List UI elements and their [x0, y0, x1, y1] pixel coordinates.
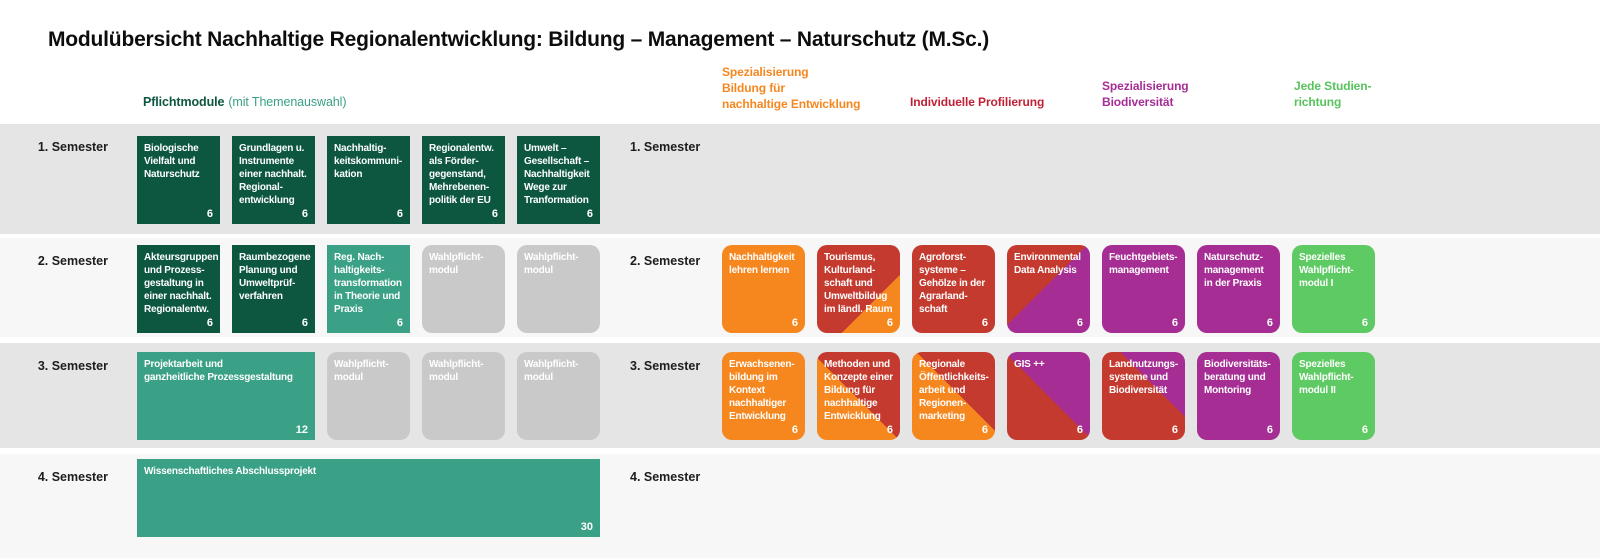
semester-label-left: 4. Semester [37, 470, 108, 484]
module-title: Feuchtgebiets- management [1109, 252, 1178, 276]
module-credits: 6 [886, 424, 893, 436]
module-card: Wahlpflicht- modul [422, 245, 505, 333]
module-card: Erwachsenen- bildung im Kontext nachhalt… [722, 352, 805, 440]
module-credits: 6 [301, 317, 308, 329]
module-credits: 6 [396, 208, 403, 220]
module-title: Biodiversitäts- beratung und Montoring [1204, 359, 1271, 396]
module-credits: 6 [586, 208, 593, 220]
module-card: Akteursgruppen und Prozess- gestaltung i… [137, 245, 220, 333]
module-credits: 6 [1076, 424, 1083, 436]
module-card: Umwelt – Gesellschaft – Nachhaltigkeit W… [517, 136, 600, 224]
module-credits: 12 [295, 424, 308, 436]
semester-label-right: 1. Semester [630, 140, 701, 154]
module-card: Tourismus, Kulturland- schaft und Umwelt… [817, 245, 900, 333]
module-card: GIS ++ 6 [1007, 352, 1090, 440]
page-title: Modulübersicht Nachhaltige Regionalentwi… [48, 28, 990, 51]
module-title: Wahlpflicht- modul [524, 252, 579, 276]
header-pflichtmodule-main: Pflichtmodule [143, 95, 225, 109]
module-title: Spezielles Wahlpflicht- modul II [1299, 359, 1354, 396]
header-jede-studienrichtung: Jede Studien- richtung [1294, 79, 1372, 109]
header-spezialisierung-biodiversitaet: Spezialisierung Biodiversität [1102, 79, 1189, 109]
module-title: Erwachsenen- bildung im Kontext nachhalt… [729, 359, 795, 422]
module-credits: 6 [1171, 424, 1178, 436]
module-title: Reg. Nach- haltigkeits- transformation i… [334, 252, 402, 315]
module-card: Projektarbeit und ganzheitliche Prozessg… [137, 352, 315, 440]
module-card: Biodiversitäts- beratung und Montoring 6 [1197, 352, 1280, 440]
module-title: Landnutzungs- systeme und Biodiversität [1109, 359, 1179, 396]
module-title: Akteursgruppen und Prozess- gestaltung i… [144, 252, 219, 315]
module-credits: 6 [981, 317, 988, 329]
module-credits: 6 [981, 424, 988, 436]
header-pflichtmodule: Pflichtmodule(mit Themenauswahl) [143, 94, 347, 110]
module-title: Agroforst- systeme – Gehölze in der Agra… [919, 252, 986, 315]
module-title: Environmental Data Analysis [1014, 252, 1081, 276]
semester-label-right: 3. Semester [630, 359, 701, 373]
module-credits: 6 [301, 208, 308, 220]
module-card: Landnutzungs- systeme und Biodiversität 6 [1102, 352, 1185, 440]
module-title: Tourismus, Kulturland- schaft und Umwelt… [824, 252, 893, 315]
module-title: Regionalentw. als Förder- gegenstand, Me… [429, 143, 494, 206]
module-title: Spezielles Wahlpflicht- modul I [1299, 252, 1354, 289]
module-card: Nachhaltig- keitskommuni- kation 6 [327, 136, 410, 224]
module-title: Regionale Öffentlichkeits- arbeit und Re… [919, 359, 989, 422]
module-card: Methoden und Konzepte einer Bildung für … [817, 352, 900, 440]
module-credits: 6 [791, 424, 798, 436]
module-title: Wahlpflicht- modul [429, 359, 484, 383]
module-card: Regionalentw. als Förder- gegenstand, Me… [422, 136, 505, 224]
module-card: Raumbezogene Planung und Umweltprüf- ver… [232, 245, 315, 333]
module-title: Naturschutz- management in der Praxis [1204, 252, 1264, 289]
module-title: Projektarbeit und ganzheitliche Prozessg… [144, 359, 293, 383]
module-card: Wahlpflicht- modul [517, 245, 600, 333]
module-credits: 6 [1076, 317, 1083, 329]
header-pflichtmodule-sub: (mit Themenauswahl) [228, 95, 347, 109]
module-card: Naturschutz- management in der Praxis 6 [1197, 245, 1280, 333]
module-title: Methoden und Konzepte einer Bildung für … [824, 359, 893, 422]
module-credits: 6 [1361, 424, 1368, 436]
module-title: Wahlpflicht- modul [334, 359, 389, 383]
module-title: Wahlpflicht- modul [524, 359, 579, 383]
module-credits: 6 [1171, 317, 1178, 329]
module-title: Wissenschaftliches Abschlussprojekt [144, 466, 317, 477]
module-card: Regionale Öffentlichkeits- arbeit und Re… [912, 352, 995, 440]
module-credits: 30 [580, 521, 593, 533]
header-individuelle-profilierung: Individuelle Profilierung [910, 95, 1045, 109]
semester-label-left: 1. Semester [37, 140, 108, 154]
module-title: Grundlagen u. Instrumente einer nachhalt… [239, 143, 307, 206]
module-title: Biologische Vielfalt und Naturschutz [144, 143, 200, 180]
module-credits: 6 [396, 317, 403, 329]
module-title: Wahlpflicht- modul [429, 252, 484, 276]
module-credits: 6 [1266, 424, 1273, 436]
semester-label-left: 3. Semester [37, 359, 108, 373]
module-card: Wissenschaftliches Abschlussprojekt 30 [137, 459, 600, 537]
module-card: Grundlagen u. Instrumente einer nachhalt… [232, 136, 315, 224]
module-card: Spezielles Wahlpflicht- modul II 6 [1292, 352, 1375, 440]
module-credits: 6 [791, 317, 798, 329]
module-card: Wahlpflicht- modul [327, 352, 410, 440]
module-credits: 6 [206, 208, 213, 220]
module-card: Spezielles Wahlpflicht- modul I 6 [1292, 245, 1375, 333]
module-title: Nachhaltig- keitskommuni- kation [334, 143, 402, 180]
header-spezialisierung-bne: Spezialisierung Bildung für nachhaltige … [722, 65, 861, 111]
module-credits: 6 [1361, 317, 1368, 329]
module-credits: 6 [886, 317, 893, 329]
module-title: Raumbezogene Planung und Umweltprüf- ver… [239, 252, 311, 302]
module-credits: 6 [206, 317, 213, 329]
module-credits: 6 [1266, 317, 1273, 329]
semester-label-right: 4. Semester [630, 470, 701, 484]
module-card: Biologische Vielfalt und Naturschutz 6 [137, 136, 220, 224]
module-card: Agroforst- systeme – Gehölze in der Agra… [912, 245, 995, 333]
semester-label-left: 2. Semester [37, 254, 108, 268]
module-card: Feuchtgebiets- management 6 [1102, 245, 1185, 333]
module-title: Umwelt – Gesellschaft – Nachhaltigkeit W… [524, 143, 590, 206]
module-card: Nachhaltigkeit lehren lernen 6 [722, 245, 805, 333]
module-card: Reg. Nach- haltigkeits- transformation i… [327, 245, 410, 333]
module-card: Wahlpflicht- modul [422, 352, 505, 440]
module-title: GIS ++ [1014, 359, 1045, 370]
module-title: Nachhaltigkeit lehren lernen [729, 252, 795, 276]
module-card: Wahlpflicht- modul [517, 352, 600, 440]
module-card: Environmental Data Analysis 6 [1007, 245, 1090, 333]
module-credits: 6 [491, 208, 498, 220]
semester-label-right: 2. Semester [630, 254, 701, 268]
